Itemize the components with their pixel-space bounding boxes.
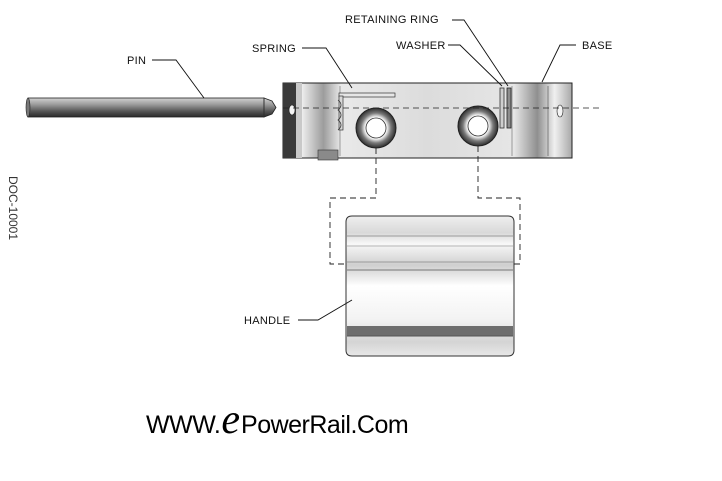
website-url: WWW.ePowerRail.Com (146, 396, 409, 443)
base-hole-left (355, 107, 397, 149)
retaining-ring-leader (452, 19, 509, 87)
washer-leader (448, 44, 503, 87)
document-id: DOC-10001 (6, 176, 20, 241)
base-leader (541, 44, 576, 83)
base-hole-right (457, 105, 499, 147)
spring-leader (302, 47, 353, 89)
pin-label: PIN (127, 55, 146, 67)
washer-label: WASHER (396, 40, 446, 52)
handle (345, 215, 515, 357)
e-logo-letter: e (221, 397, 241, 443)
base-label: BASE (582, 40, 613, 52)
spring-label: SPRING (252, 43, 296, 55)
spring (337, 92, 396, 131)
handle-leader (298, 299, 353, 321)
handle-label: HANDLE (244, 315, 290, 327)
alignment-lines (329, 146, 521, 265)
leader-lines (152, 19, 576, 321)
pin (25, 97, 277, 118)
pin-leader (152, 59, 205, 99)
retaining-ring-label: RETAINING RING (345, 14, 439, 26)
website-prefix: WWW. (146, 411, 221, 439)
website-suffix: PowerRail.Com (241, 411, 409, 439)
base (282, 82, 600, 161)
